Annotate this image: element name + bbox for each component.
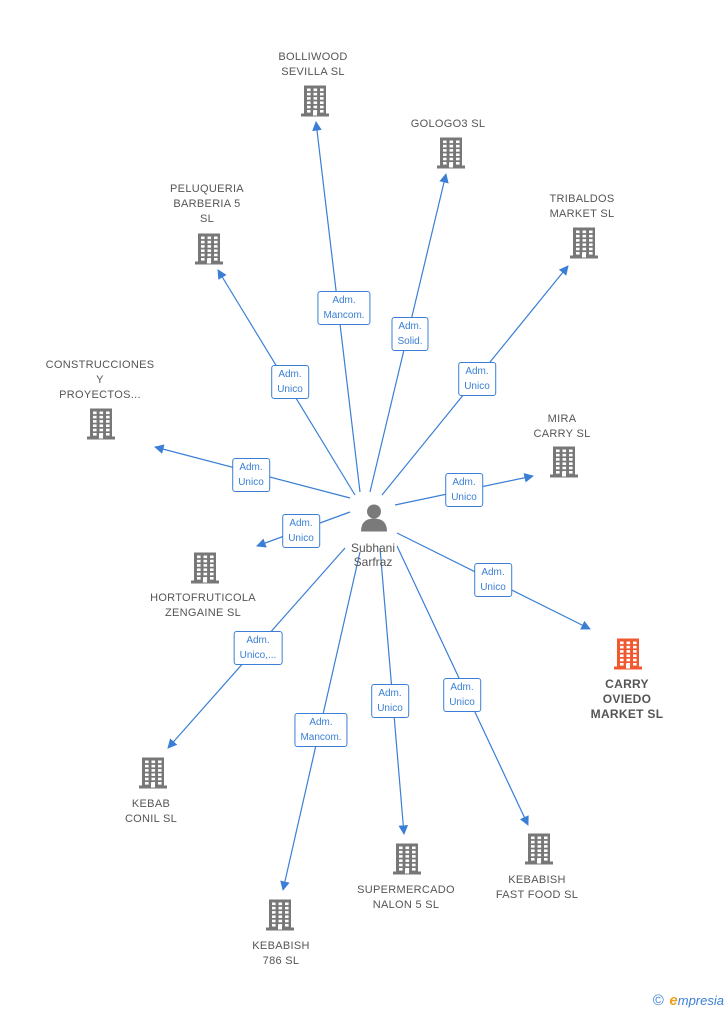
building-icon[interactable]: [138, 756, 168, 795]
building-icon[interactable]: [569, 226, 599, 265]
company-label-kebab_conil[interactable]: KEBAB CONIL SL: [124, 798, 178, 825]
building-icon[interactable]: [524, 832, 554, 871]
company-label-gologo3[interactable]: GOLOGO3 SL: [410, 118, 486, 130]
role-badge-construcciones: Adm. Unico: [232, 458, 270, 492]
role-badge-supermercado: Adm. Unico: [371, 684, 409, 718]
company-label-bolliwood[interactable]: BOLLIWOOD SEVILLA SL: [278, 51, 348, 78]
company-label-supermercado[interactable]: SUPERMERCADO NALON 5 SL: [357, 884, 455, 911]
company-label-mira[interactable]: MIRA CARRY SL: [533, 413, 591, 440]
company-label-kebabish_786[interactable]: KEBABISH 786 SL: [252, 940, 310, 967]
role-badge-kebabish_ff: Adm. Unico: [443, 678, 481, 712]
brand-logo-e: e: [669, 992, 678, 1009]
building-icon[interactable]: [549, 445, 579, 484]
company-label-kebabish_ff[interactable]: KEBABISH FAST FOOD SL: [495, 874, 579, 901]
person-icon: [361, 504, 387, 532]
role-badge-kebabish_786: Adm. Mancom.: [294, 713, 348, 747]
company-label-construcciones[interactable]: CONSTRUCCIONES Y PROYECTOS...: [45, 359, 155, 401]
role-badge-kebab_conil: Adm. Unico,...: [233, 631, 283, 665]
building-icon[interactable]: [190, 551, 220, 590]
person-name: Subhani Sarfraz: [350, 541, 396, 569]
role-badge-tribaldos: Adm. Unico: [458, 362, 496, 396]
role-badge-carry_oviedo: Adm. Unico: [474, 563, 512, 597]
company-label-peluqueria[interactable]: PELUQUERIA BARBERIA 5 SL: [170, 183, 244, 225]
building-icon[interactable]: [194, 232, 224, 271]
role-badge-gologo3: Adm. Solid.: [391, 317, 429, 351]
role-badge-bolliwood: Adm. Mancom.: [317, 291, 371, 325]
role-badge-peluqueria: Adm. Unico: [271, 365, 309, 399]
company-label-carry_oviedo[interactable]: CARRY OVIEDO MARKET SL: [590, 677, 664, 721]
building-icon[interactable]: [300, 84, 330, 123]
role-badge-mira: Adm. Unico: [445, 473, 483, 507]
role-badge-hortofruticola: Adm. Unico: [282, 514, 320, 548]
building-icon[interactable]: [392, 842, 422, 881]
brand-logo-text: mpresia: [677, 993, 724, 1008]
building-icon[interactable]: [86, 407, 116, 446]
building-icon[interactable]: [265, 898, 295, 937]
footer-brand: © empresia: [653, 992, 724, 1009]
copyright-icon: ©: [652, 992, 664, 1009]
building-icon[interactable]: [436, 136, 466, 175]
company-label-hortofruticola[interactable]: HORTOFRUTICOLA ZENGAINE SL: [150, 592, 256, 619]
building-icon[interactable]: [613, 637, 643, 676]
person-node[interactable]: [359, 503, 389, 538]
company-label-tribaldos[interactable]: TRIBALDOS MARKET SL: [549, 193, 615, 220]
